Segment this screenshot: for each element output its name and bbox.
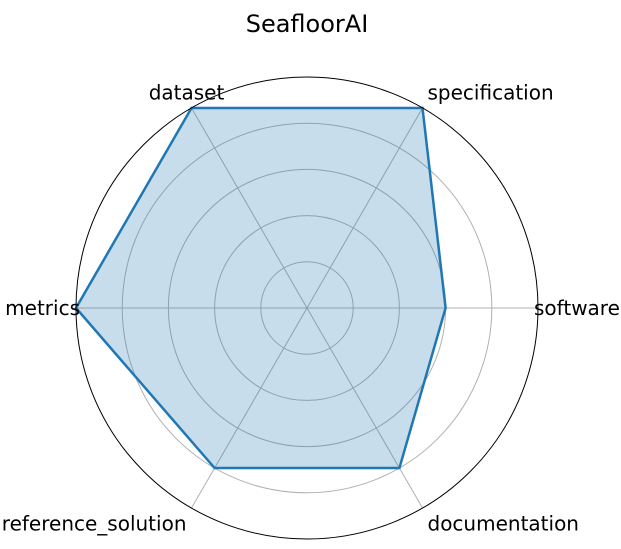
grid-spoke — [306, 107, 423, 309]
series-area — [76, 107, 446, 469]
grid-spoke — [191, 307, 308, 509]
chart-title: SeafloorAI — [246, 10, 369, 38]
grid-spoke — [191, 107, 308, 309]
axis-label-software: software — [534, 296, 620, 320]
axis-labels: software specification dataset metrics refer… — [2, 80, 620, 535]
axis-label-dataset: dataset — [149, 80, 225, 104]
axis-label-metrics: metrics — [5, 296, 80, 320]
grid-spoke — [306, 307, 423, 509]
radar-spokes — [76, 107, 538, 509]
axis-label-specification: specification — [428, 80, 554, 104]
axis-label-reference-solution: reference_solution — [2, 512, 187, 536]
axis-label-documentation: documentation — [428, 512, 579, 536]
outer-frame — [75, 76, 539, 540]
